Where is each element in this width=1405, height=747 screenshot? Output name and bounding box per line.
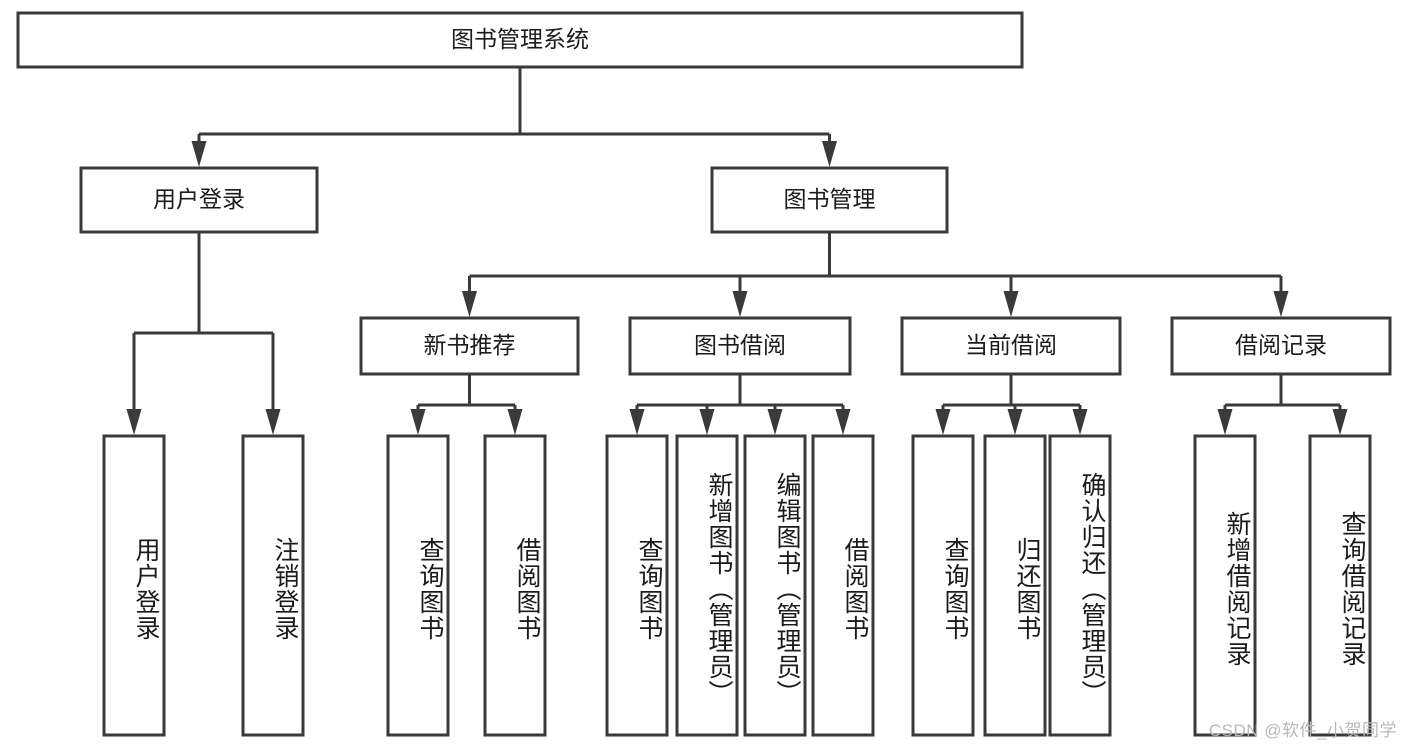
arrow-head-icon <box>629 409 645 435</box>
node-box-root <box>16 11 1024 69</box>
node-box-leaf-login <box>102 434 166 737</box>
node-box-book-borrow <box>628 316 852 376</box>
node-box-leaf-q-rec <box>1308 434 1372 737</box>
node-box-leaf-q-book-2 <box>605 434 669 737</box>
arrow-head-icon <box>191 141 207 167</box>
arrow-head-icon <box>1007 409 1023 435</box>
arrow-head-icon <box>265 409 281 435</box>
node-box-leaf-confirm <box>1048 434 1112 737</box>
node-box-new-book-rec <box>359 316 580 376</box>
arrow-head-icon <box>935 409 951 435</box>
arrow-head-icon <box>126 409 142 435</box>
node-box-leaf-logout <box>241 434 305 737</box>
edge-layer <box>126 67 1348 435</box>
arrow-head-icon <box>767 409 783 435</box>
node-box-leaf-add-rec <box>1193 434 1257 737</box>
arrow-head-icon <box>462 291 477 317</box>
arrow-head-icon <box>822 141 837 167</box>
node-box-leaf-edit-book <box>743 434 807 737</box>
arrow-head-icon <box>699 409 715 435</box>
arrow-head-icon <box>1003 291 1019 317</box>
arrow-head-icon <box>1072 409 1088 435</box>
node-box-loan-record <box>1170 316 1392 376</box>
node-box-leaf-b-book-2 <box>811 434 875 737</box>
node-box-leaf-return <box>983 434 1047 737</box>
node-layer <box>16 11 1392 737</box>
node-box-leaf-q-book-3 <box>911 434 975 737</box>
arrow-head-icon <box>410 409 426 435</box>
watermark-text: CSDN @软件_小贺同学 <box>1208 721 1397 740</box>
node-box-book-manage <box>710 166 949 234</box>
node-box-leaf-add-book <box>675 434 739 737</box>
arrow-head-icon <box>1332 409 1348 435</box>
arrow-head-icon <box>732 291 748 317</box>
node-box-leaf-b-book-1 <box>483 434 547 737</box>
node-box-current-loan <box>900 316 1122 376</box>
arrow-head-icon <box>507 409 523 435</box>
arrow-head-icon <box>1217 409 1233 435</box>
node-box-user-login <box>79 166 319 234</box>
arrow-head-icon <box>1273 291 1289 317</box>
arrow-head-icon <box>835 409 851 435</box>
node-box-leaf-q-book-1 <box>386 434 450 737</box>
